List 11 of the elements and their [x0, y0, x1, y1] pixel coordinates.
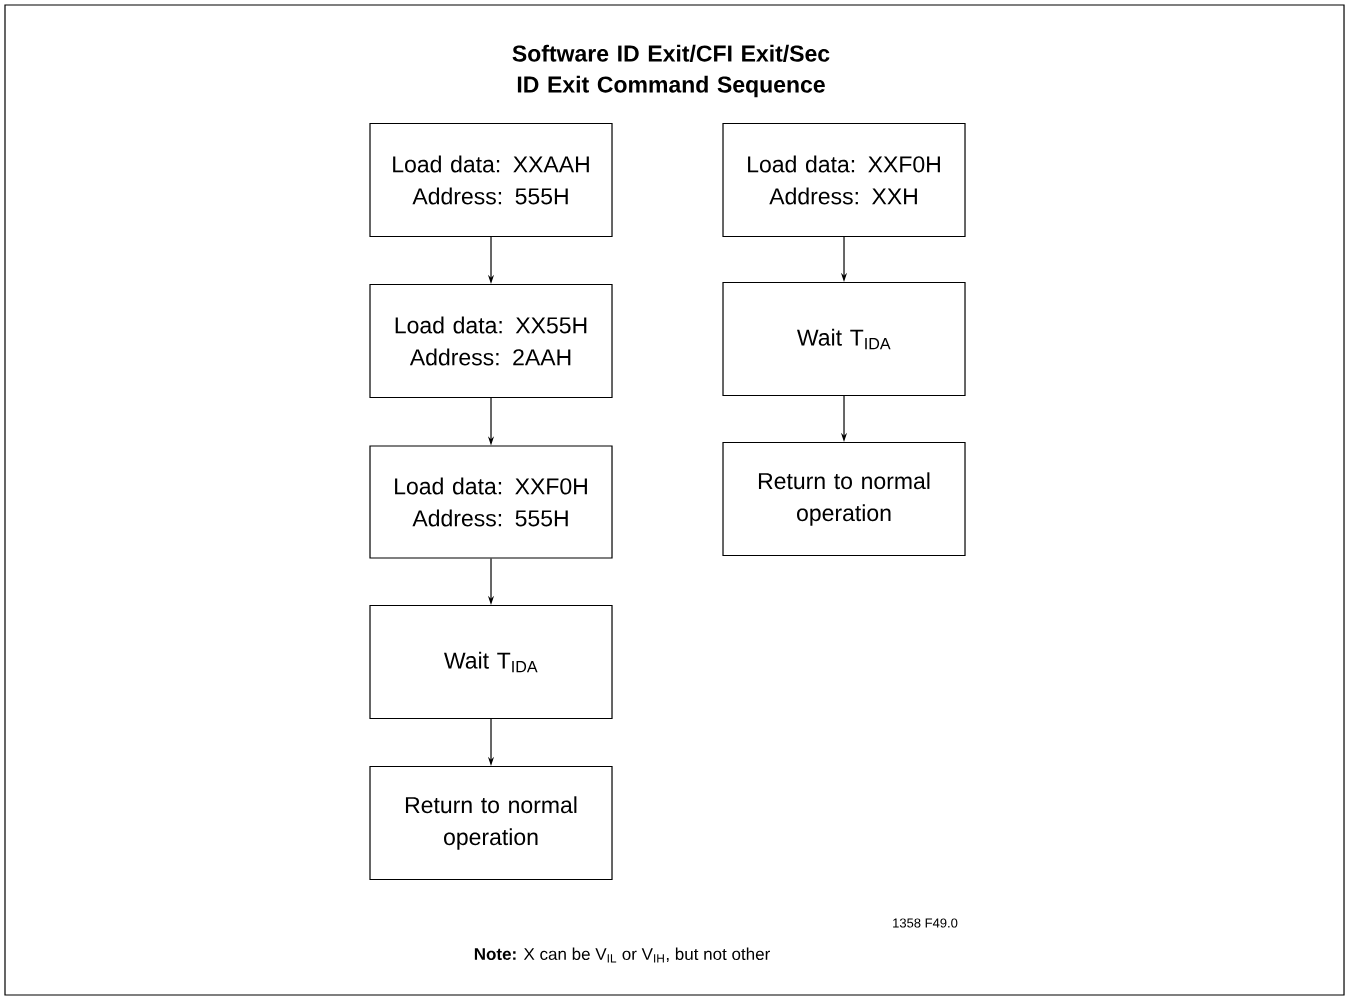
note: Note: X can be V$_{IL}$ or V$_{IH}$, but not other [474, 947, 770, 963]
process-box: Load data: XXF0H Address: XXH [722, 122, 966, 238]
process-box: Load data: XX55H Address: 2AAH [369, 283, 613, 399]
process-box: Wait T$_{IDA}$ [722, 281, 966, 397]
process-box: Load data: XXAAH Address: 555H [369, 122, 613, 238]
title: Software ID Exit/CFI Exit/Sec ID Exit Command Sequence [512, 44, 830, 98]
process-box: Load data: XXF0H Address: 555H [369, 445, 613, 559]
figure-number: 1358 F49.0 [893, 918, 958, 928]
process-box: Wait T$_{IDA}$ [369, 604, 613, 720]
process-box: Return to normal operation [369, 765, 613, 881]
process-box: Return to normal operation [722, 441, 966, 557]
